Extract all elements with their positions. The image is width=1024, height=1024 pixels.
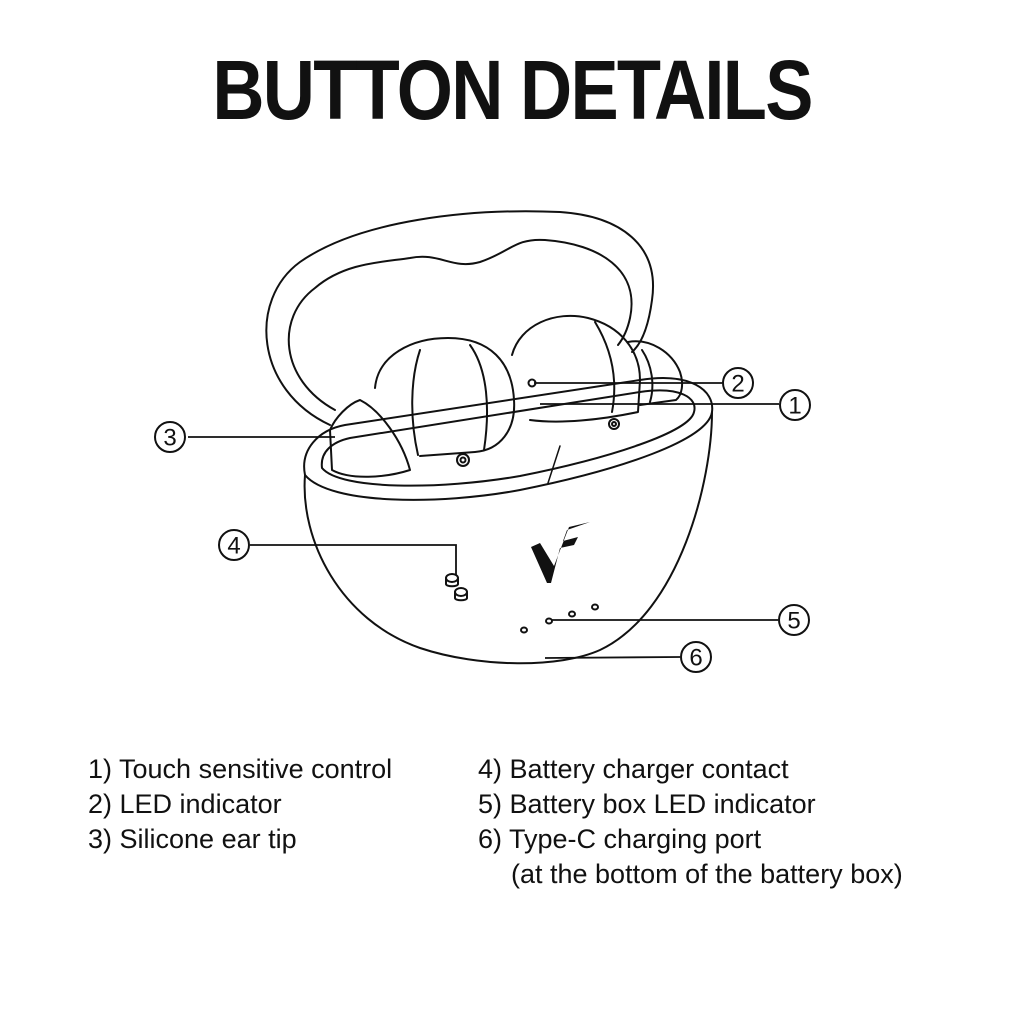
legend-left-column: 1) Touch sensitive control 2) LED indica… (88, 752, 392, 857)
callout-number-3: 3 (163, 425, 176, 452)
right-earbud (511, 314, 641, 423)
callout-circle-3 (154, 421, 186, 453)
brand-logo (531, 522, 590, 583)
legend-item-6: 6) Type-C charging port (478, 824, 762, 854)
legend-item-3: 3) Silicone ear tip (88, 824, 297, 854)
legend-item-4: 4) Battery charger contact (478, 754, 789, 784)
silicone-ear-tip (329, 399, 411, 478)
legend-item-2: 2) LED indicator (88, 789, 282, 819)
callout-number-2: 2 (731, 371, 744, 398)
legend-item-1: 1) Touch sensitive control (88, 754, 393, 784)
case-lid-outer (265, 210, 655, 426)
callout-circle-1 (779, 389, 811, 421)
callout-circle-6 (680, 641, 712, 673)
battery-charger-contacts (445, 573, 468, 602)
legend-item-5: 5) Battery box LED indicator (478, 789, 816, 819)
leader-line-6 (544, 656, 681, 659)
battery-box-leds (520, 603, 599, 634)
leader-line-4 (250, 544, 457, 575)
case-lid-inner (287, 238, 633, 411)
case-rim-inner (320, 389, 696, 487)
callout-circle-2 (722, 367, 754, 399)
callout-circle-5 (778, 604, 810, 636)
callout-number-6: 6 (689, 645, 702, 672)
callout-number-4: 4 (227, 533, 240, 560)
callout-number-5: 5 (787, 608, 800, 635)
callout-number-1: 1 (788, 393, 801, 420)
left-earbud (374, 337, 516, 457)
case-rim-outer (303, 377, 714, 501)
page-title: BUTTON DETAILS (212, 43, 813, 137)
case-body (303, 411, 713, 665)
legend-right-column: 4) Battery charger contact 5) Battery bo… (478, 752, 903, 892)
legend-item-6-note: (at the bottom of the battery box) (511, 859, 903, 889)
callout-circle-4 (218, 529, 250, 561)
right-earbud-tip (627, 340, 684, 406)
